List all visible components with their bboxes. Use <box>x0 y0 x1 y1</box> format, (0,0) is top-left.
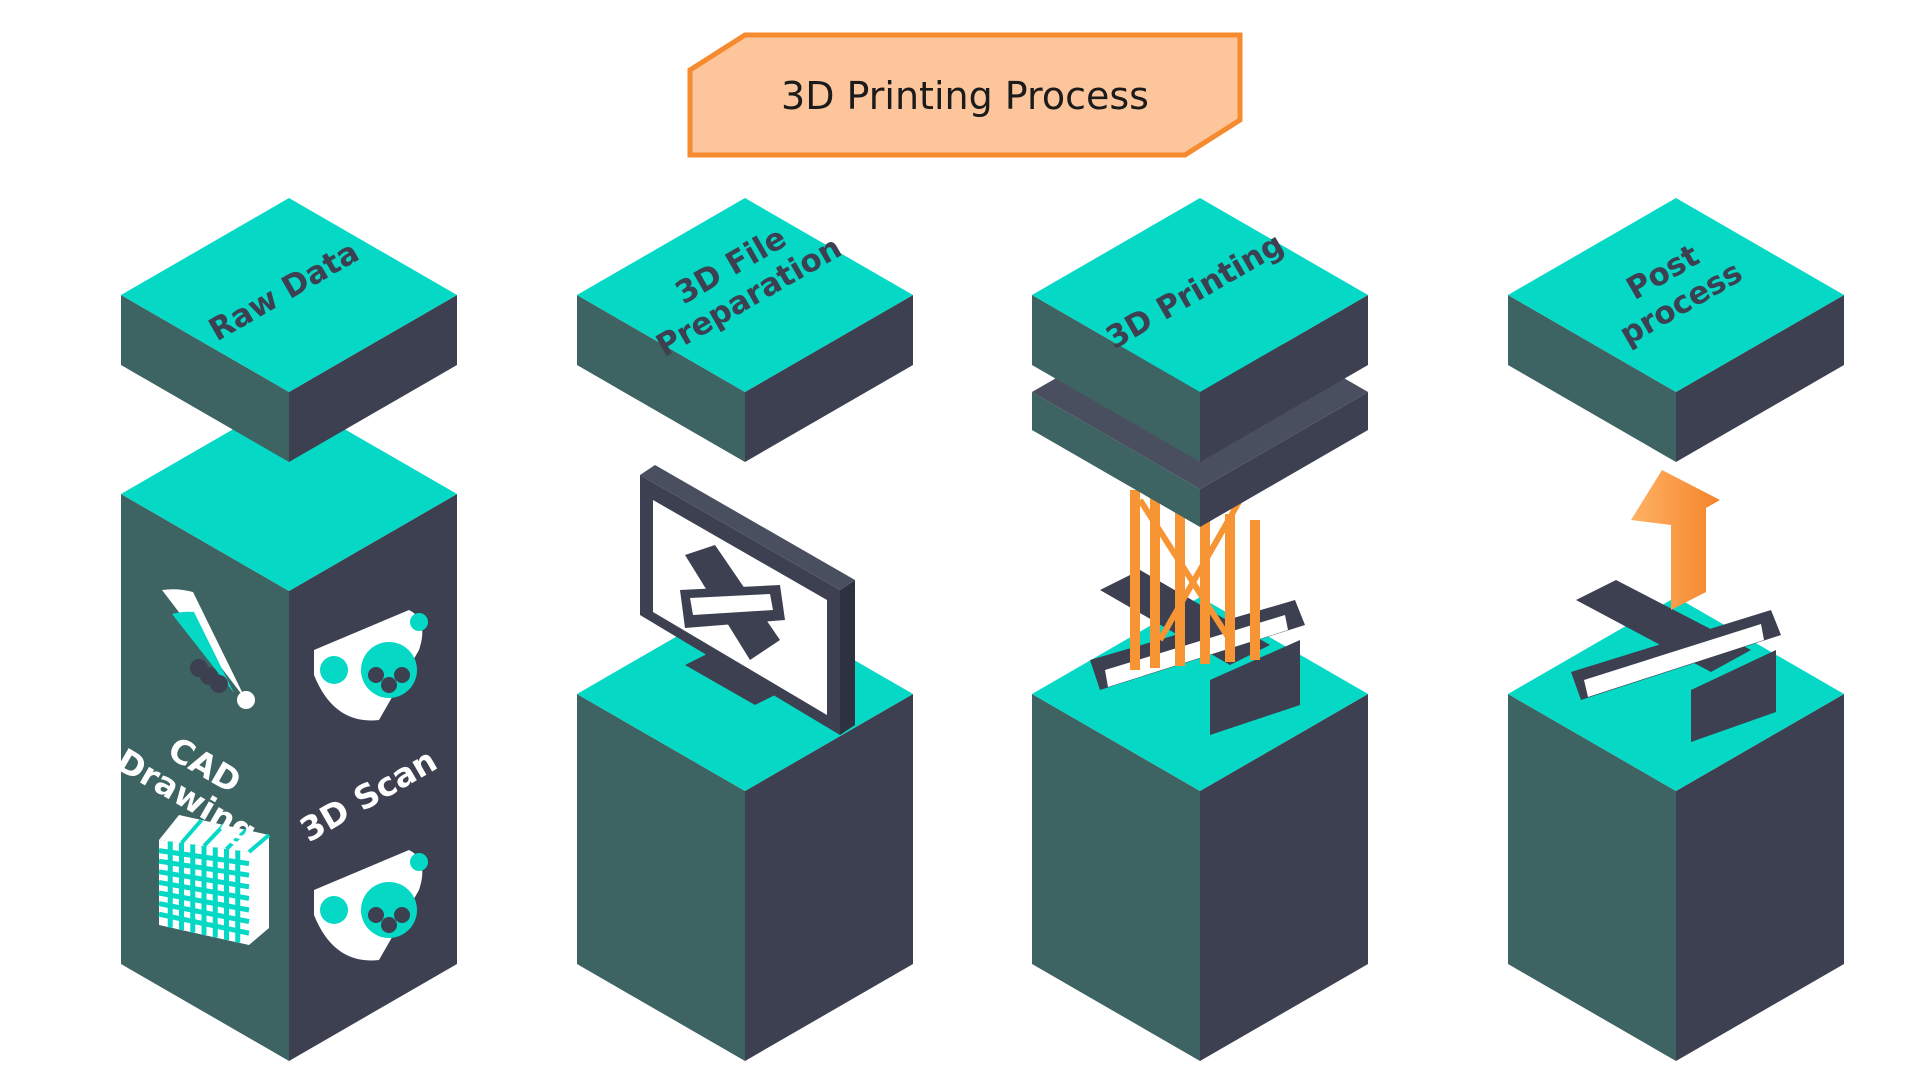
box-right-face <box>1676 295 1844 462</box>
support-strut <box>1225 514 1235 662</box>
scan-lens-small <box>320 896 348 924</box>
post-base-block <box>1508 597 1844 1061</box>
box-right-face <box>745 694 913 1061</box>
title-banner: 3D Printing Process <box>687 32 1243 158</box>
grid-line <box>158 911 250 936</box>
screen-object-highlight <box>690 594 773 615</box>
grid-line <box>247 833 271 854</box>
stage-post-process: Postprocess <box>1508 198 1844 1061</box>
support-brace <box>1137 498 1233 642</box>
scan-tip <box>410 613 428 631</box>
box-top-face <box>121 198 457 392</box>
box-left-face <box>1032 694 1200 1061</box>
support-strut <box>1130 490 1140 670</box>
print-base-block <box>1032 597 1368 1061</box>
box-right-face <box>1676 694 1844 1061</box>
cad-pivot-dot <box>237 691 255 709</box>
prep-cap <box>577 198 913 462</box>
object-lower <box>1210 640 1300 735</box>
cad-fan-inner <box>172 611 234 693</box>
box-right-face <box>1200 694 1368 1061</box>
box-right-face <box>289 295 457 462</box>
box-top-face <box>1032 198 1368 392</box>
box-left-face <box>1032 392 1200 527</box>
object-lower <box>1691 650 1776 742</box>
scan-lens <box>361 882 417 938</box>
box-right-face <box>1200 392 1368 527</box>
grid-line <box>202 823 226 848</box>
scan-dot <box>368 907 384 923</box>
box-top-face <box>1508 597 1844 791</box>
grid-line <box>158 879 250 901</box>
page-title: 3D Printing Process <box>781 74 1149 118</box>
box-left-face <box>1032 295 1200 462</box>
box-top-face <box>1032 597 1368 791</box>
monitor-side <box>840 580 855 735</box>
box-right-face <box>1200 295 1368 462</box>
monitor-top <box>640 465 855 590</box>
scan-dot <box>394 907 410 923</box>
object-highlight <box>1105 615 1288 687</box>
finished-object <box>1571 580 1781 742</box>
object-highlight <box>1584 624 1764 697</box>
box-right-face <box>745 295 913 462</box>
cad-dot <box>210 675 228 693</box>
scan-dot <box>368 667 384 683</box>
raw-data-cap <box>121 198 457 462</box>
support-strut <box>1175 502 1185 666</box>
support-brace <box>1157 498 1243 642</box>
support-strut <box>1250 520 1260 660</box>
support-strut <box>1150 496 1160 668</box>
box-top-face <box>577 198 913 392</box>
grid-cube-side <box>249 835 269 945</box>
monitor-illustration <box>640 465 855 735</box>
print-cap <box>1032 198 1368 462</box>
grid-line <box>225 828 248 851</box>
box-top-face <box>121 397 457 591</box>
box-left-face <box>1508 295 1676 462</box>
support-struts <box>1130 490 1260 670</box>
box-left-face <box>577 694 745 1061</box>
scan-tip <box>410 853 428 871</box>
raw-data-pillar <box>121 397 457 1061</box>
support-strut <box>1200 508 1210 664</box>
scan-dot <box>381 677 397 693</box>
scan-dot <box>381 917 397 933</box>
grid-line <box>179 818 204 845</box>
box-top-face <box>1508 198 1844 392</box>
box-left-face <box>1508 694 1676 1061</box>
stage-3d-printing: 3D Printing <box>1032 198 1368 1061</box>
scan-lens <box>361 642 417 698</box>
scan-dot <box>394 667 410 683</box>
grid-line <box>158 901 250 925</box>
up-arrow-icon <box>1631 470 1720 610</box>
box-left-face <box>577 295 745 462</box>
box-left-face <box>121 295 289 462</box>
scan-lens-small <box>320 656 348 684</box>
post-cap <box>1508 198 1844 462</box>
stage-3d-file-preparation: 3D FilePreparation <box>577 198 913 1061</box>
grid-line <box>158 890 250 913</box>
